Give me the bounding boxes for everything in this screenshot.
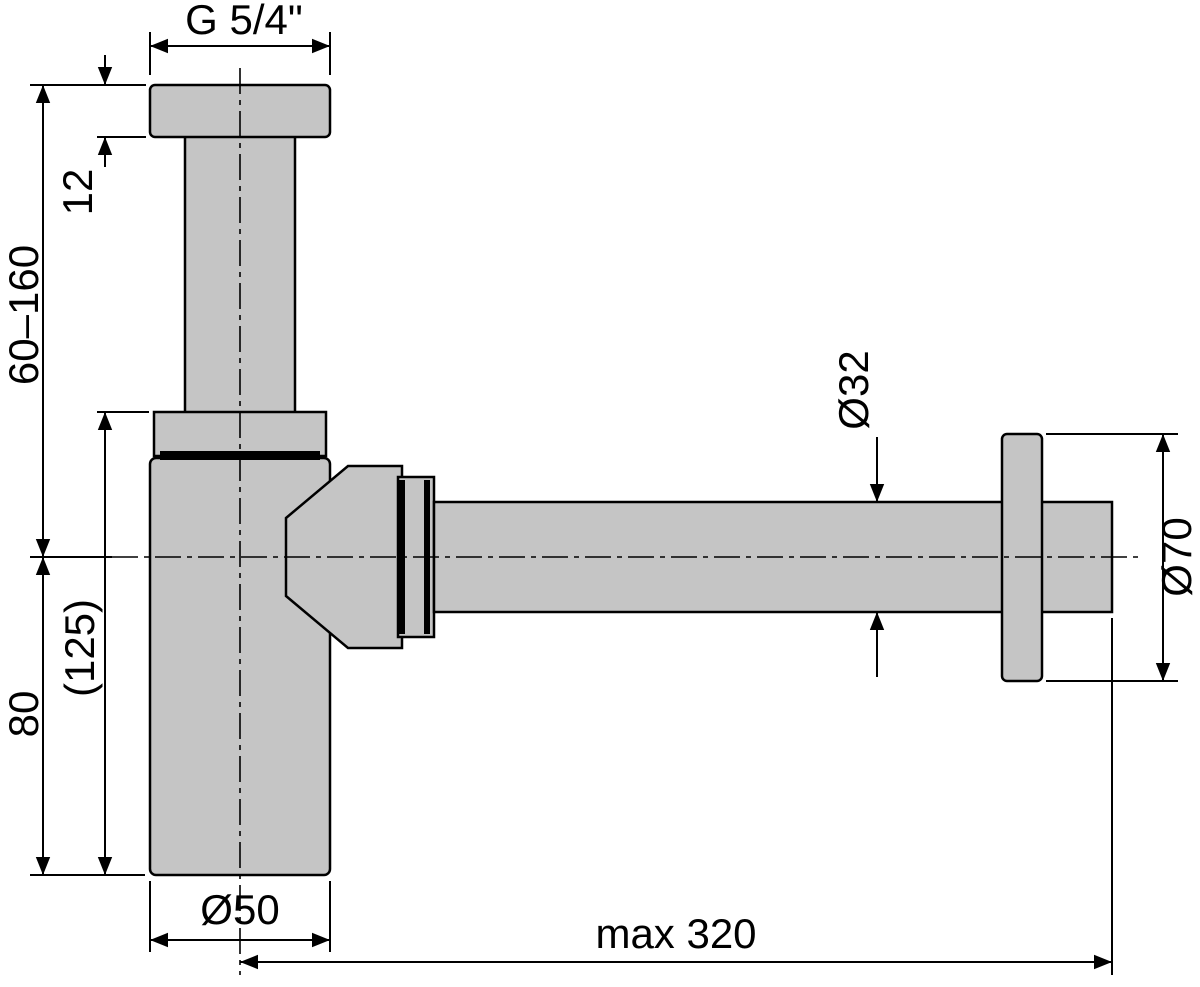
siphon-part (148, 83, 1114, 877)
dim-inlet-adjust-label: 60–160 (0, 245, 47, 385)
dim-outlet-length-label: max 320 (595, 910, 756, 957)
dim-pipe-diameter: Ø32 (830, 350, 885, 677)
dim-pipe-diameter-label: Ø32 (830, 350, 877, 429)
dim-thread: G 5/4" (149, 0, 331, 75)
dim-body-below-center-label: 80 (0, 691, 47, 738)
dim-rosette-diameter: Ø70 (1046, 433, 1200, 682)
dim-body-diameter-label: Ø50 (200, 886, 279, 933)
dim-flange-thickness-label: 12 (54, 169, 101, 216)
dim-thread-label: G 5/4" (185, 0, 303, 43)
dim-outlet-length: max 320 (240, 618, 1113, 975)
dim-inlet-adjust: 60–160 (0, 85, 112, 558)
dim-flange-thickness: 12 (30, 55, 146, 215)
dim-rosette-diameter-label: Ø70 (1153, 517, 1200, 596)
dim-body-below-center: 80 (0, 557, 145, 876)
dim-body-height-label: (125) (56, 599, 103, 697)
dim-body-diameter: Ø50 (149, 881, 331, 952)
dim-body-height: (125) (56, 411, 149, 875)
